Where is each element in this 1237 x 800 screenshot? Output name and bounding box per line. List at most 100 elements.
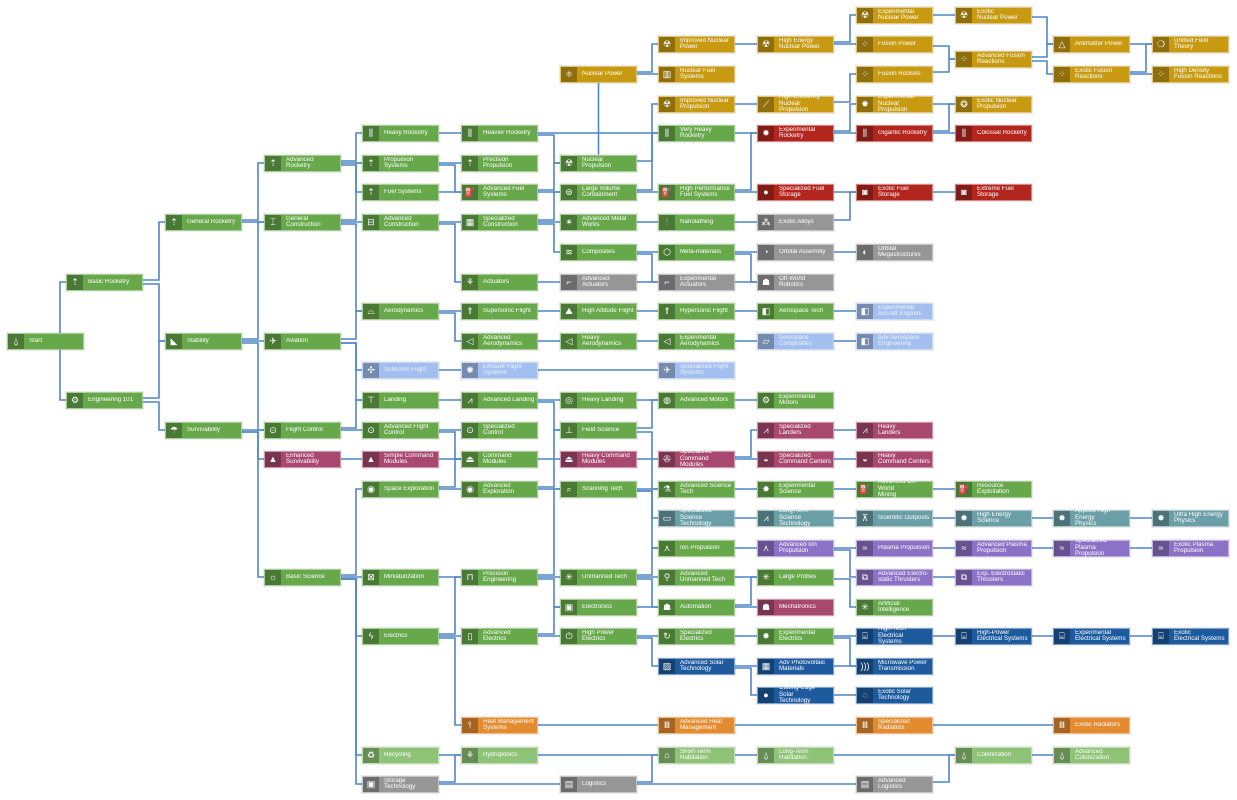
tech-node-advanced-logistics[interactable]: ▤ Advanced Logistics xyxy=(856,775,933,793)
tech-node-fuel-systems[interactable]: ⇡ Fuel Systems xyxy=(362,183,439,201)
tech-node-nuclear-power[interactable]: ⚛ Nuclear Power xyxy=(560,65,637,83)
tech-node-recycling[interactable]: ♻ Recycling xyxy=(362,746,439,764)
tech-node-efficient-flight-systems[interactable]: ✺ Efficient Flight Systems xyxy=(461,361,538,379)
tech-node-specialized-control[interactable]: ⊙ Specialized Control xyxy=(461,421,538,439)
tech-node-scanning-tech[interactable]: ⌕ Scanning Tech xyxy=(560,480,637,498)
tech-node-landing[interactable]: ⊤ Landing xyxy=(362,391,439,409)
tech-node-scientific-outposts[interactable]: ⊼ Scientific Outposts xyxy=(856,509,933,527)
tech-node-exp-electrostatic-thrusters[interactable]: ⧉ Exp. Electrostatic Thrusters xyxy=(955,568,1032,586)
tech-node-start[interactable]: ⍙ Start xyxy=(7,332,84,350)
tech-node-enhanced-survivability[interactable]: ▲ Enhanced Survivability xyxy=(264,450,341,468)
tech-node-fusion-rockets[interactable]: ⁘ Fusion Rockets xyxy=(856,65,933,83)
tech-node-specialized-command-centers[interactable]: ◒ Specialized Command Centers xyxy=(757,450,834,468)
tech-node-heavier-rocketry[interactable]: ⫼ Heavier Rocketry xyxy=(461,124,538,142)
tech-node-miniaturization[interactable]: ⊠ Miniaturization xyxy=(362,568,439,586)
tech-node-advanced-flight-control[interactable]: ⊙ Advanced Flight Control xyxy=(362,421,439,439)
tech-node-improved-nuclear-power[interactable]: ☢ Improved Nuclear Power xyxy=(658,35,735,53)
tech-node-exotic-electrical-systems[interactable]: ⌸ Exotic Electrical Systems xyxy=(1152,627,1229,645)
tech-node-adv-aerospace-engineering[interactable]: ◧ Adv Aerospace Engineering xyxy=(856,332,933,350)
tech-node-mechatronics[interactable]: ☗ Mechatronics xyxy=(757,598,834,616)
tech-node-simple-command-modules[interactable]: ▲ Simple Command Modules xyxy=(362,450,439,468)
tech-node-electronics[interactable]: ▣ Electronics xyxy=(560,598,637,616)
tech-node-propulsion-systems[interactable]: ⇡ Propulsion Systems xyxy=(362,154,439,172)
tech-node-advanced-ion-propulsion[interactable]: ⋏ Advanced Ion Propulsion xyxy=(757,539,834,557)
tech-node-large-probes[interactable]: ✳ Large Probes xyxy=(757,568,834,586)
tech-node-adv-photovoltaic-materials[interactable]: ▦ Adv Photovoltaic Materials xyxy=(757,657,834,675)
tech-node-unmanned-tech[interactable]: ✳ Unmanned Tech xyxy=(560,568,637,586)
tech-node-ultra-high-energy-physics[interactable]: ✸ Ultra High Energy Physics xyxy=(1152,509,1229,527)
tech-node-exotic-nuclear-propulsion[interactable]: ❂ Exotic Nuclear Propulsion xyxy=(955,95,1032,113)
tech-node-resource-exploitation[interactable]: ⛽ Resource Exploitation xyxy=(955,480,1032,498)
tech-node-aerospace-tech[interactable]: ◧ Aerospace Tech xyxy=(757,302,834,320)
tech-node-high-density-fusion-reactions[interactable]: ⁘ High Density Fusion Reactions xyxy=(1152,65,1229,83)
tech-node-advanced-motors[interactable]: ◍ Advanced Motors xyxy=(658,391,735,409)
tech-node-advanced-construction[interactable]: ⊟ Advanced Construction xyxy=(362,213,439,231)
tech-node-heavy-aerodynamics[interactable]: ◁ Heavy Aerodynamics xyxy=(560,332,637,350)
tech-node-command-modules[interactable]: ⏏ Command Modules xyxy=(461,450,538,468)
tech-node-gigantic-rocketry[interactable]: ⫼ Gigantic Rocketry xyxy=(856,124,933,142)
tech-node-advanced-rocketry[interactable]: ⇡ Advanced Rocketry xyxy=(264,154,341,172)
tech-node-experimental-science[interactable]: ✸ Experimental Science xyxy=(757,480,834,498)
tech-node-experimental-rocketry[interactable]: ✸ Experimental Rocketry xyxy=(757,124,834,142)
tech-node-hypersonic-flight[interactable]: ⇑ Hypersonic Flight xyxy=(658,302,735,320)
tech-node-survivability[interactable]: ☂ Survivability xyxy=(165,421,242,439)
tech-node-heavy-rocketry[interactable]: ⫼ Heavy Rocketry xyxy=(362,124,439,142)
tech-node-nuclear-fuel-systems[interactable]: ▥ Nuclear Fuel Systems xyxy=(658,65,735,83)
tech-node-specialized-landers[interactable]: ⩘ Specialized Landers xyxy=(757,421,834,439)
tech-node-supersonic-flight[interactable]: ⇑ Supersonic Flight xyxy=(461,302,538,320)
tech-node-experimental-aerodynamics[interactable]: ◁ Experimental Aerodynamics xyxy=(658,332,735,350)
tech-node-precision-propulsion[interactable]: ⇡ Precision Propulsion xyxy=(461,154,538,172)
tech-node-high-tech-electrical-systems[interactable]: ⌸ High-Tech Electrical Systems xyxy=(856,626,933,645)
tech-node-orbital-assembly[interactable]: ◔ Orbital Assembly xyxy=(757,243,834,261)
tech-node-specialized-flight-systems[interactable]: ✈ Specialized Flight Systems xyxy=(658,361,735,379)
tech-node-advanced-aerodynamics[interactable]: ◁ Advanced Aerodynamics xyxy=(461,332,538,350)
tech-node-advanced-heat-management[interactable]: Ⅲ Advanced Heat Management xyxy=(658,716,735,734)
tech-node-specialized-electrics[interactable]: ↻ Specialized Electrics xyxy=(658,627,735,645)
tech-node-electrics[interactable]: ϟ Electrics xyxy=(362,627,439,645)
tech-node-heavy-command-centers[interactable]: ◒ Heavy Command Centers xyxy=(856,450,933,468)
tech-node-nuclear-propulsion[interactable]: ☢ Nuclear Propulsion xyxy=(560,154,637,172)
tech-node-aviation[interactable]: ✈ Aviation xyxy=(264,332,341,350)
tech-node-specialized-fuel-storage[interactable]: ● Specialized Fuel Storage xyxy=(757,183,834,201)
tech-node-exotic-solar-technology[interactable]: ◌ Exotic Solar Technology xyxy=(856,686,933,704)
tech-node-very-heavy-rocketry[interactable]: ⫼ Very Heavy Rocketry xyxy=(658,124,735,142)
tech-node-experimental-actuators[interactable]: ⌐ Experimental Actuators xyxy=(658,273,735,291)
tech-node-colossal-rocketry[interactable]: ⫼ Colossal Rocketry xyxy=(955,124,1032,142)
tech-node-microwave-power-transmission[interactable]: ))) Microwave Power Transmission xyxy=(856,657,933,675)
tech-node-specialized-radiators[interactable]: Ⅲ Specialized Radiators xyxy=(856,716,933,734)
tech-node-high-altitude-flight[interactable]: ⛰ High Altitude Flight xyxy=(560,302,637,320)
tech-node-experimental-nuclear-propulsion[interactable]: ✸ Experimental Nuclear Propulsion xyxy=(856,94,933,113)
tech-node-stability[interactable]: ◣ Stability xyxy=(165,332,242,350)
tech-node-large-volume-containment[interactable]: ⊜ Large Volume Containment xyxy=(560,183,637,201)
tech-node-advanced-fuel-systems[interactable]: ⛽ Advanced Fuel Systems xyxy=(461,183,538,201)
tech-node-logistics[interactable]: ▤ Logistics xyxy=(560,775,637,793)
tech-node-high-efficiency-nuclear-propulsion[interactable]: ⟋ High-Efficiency Nuclear Propulsion xyxy=(757,94,834,113)
tech-node-orbital-megastructures[interactable]: ◐ Orbital Megastructures xyxy=(856,243,933,261)
tech-node-advanced-metal-works[interactable]: ✶ Advanced Metal Works xyxy=(560,213,637,231)
tech-node-off-world-robotics[interactable]: ☗ Off-World Robotics xyxy=(757,273,834,291)
tech-node-exotic-fusion-reactions[interactable]: ⁘ Exotic Fusion Reactions xyxy=(1053,65,1130,83)
tech-node-advanced-electrostatic-thrusters[interactable]: ⧉ Advanced Electro- static Thrusters xyxy=(856,568,933,586)
tech-node-experimental-nuclear-power[interactable]: ☢ Experimental Nuclear Power xyxy=(856,6,933,24)
tech-node-high-performance-fuel-systems[interactable]: ⛽ High Performance Fuel Systems xyxy=(658,183,735,201)
tech-node-improved-nuclear-propulsion[interactable]: ☢ Improved Nuclear Propulsion xyxy=(658,95,735,113)
tech-node-high-energy-nuclear-power[interactable]: ☢ High Energy Nuclear Power xyxy=(757,35,834,53)
tech-node-high-power-electrics[interactable]: ⏻ High Power Electrics xyxy=(560,627,637,645)
tech-node-storage-technology[interactable]: ▣ Storage Technology xyxy=(362,775,439,793)
tech-node-exotic-nuclear-power[interactable]: ☢ Exotic Nuclear Power xyxy=(955,6,1032,24)
tech-node-colonization[interactable]: ⍙ Colonization xyxy=(955,746,1032,764)
tech-node-advanced-fusion-reactions[interactable]: ⁘ Advanced Fusion Reactions xyxy=(955,50,1032,68)
tech-node-advanced-landing[interactable]: ⩘ Advanced Landing xyxy=(461,391,538,409)
tech-node-unified-field-theory[interactable]: ❍ Unified Field Theory xyxy=(1152,35,1229,53)
tech-node-field-science[interactable]: ⊥ Field Science xyxy=(560,421,637,439)
tech-node-advanced-science-tech[interactable]: ⚗ Advanced Science Tech xyxy=(658,480,735,498)
tech-node-specialized-science-technology[interactable]: ▭ Specialized Science Technology xyxy=(658,508,735,527)
tech-node-heavy-command-modules[interactable]: ⏏ Heavy Command Modules xyxy=(560,450,637,468)
tech-node-subsonic-flight[interactable]: ✣ Subsonic Flight xyxy=(362,361,439,379)
tech-node-advanced-solar-technology[interactable]: ▨ Advanced Solar Technology xyxy=(658,657,735,675)
tech-node-experimental-electrics[interactable]: ✸ Experimental Electrics xyxy=(757,627,834,645)
tech-node-cutting-edge-solar-technology[interactable]: ● Cutting-Edge Solar Technology xyxy=(757,685,834,704)
tech-node-high-power-electrical-systems[interactable]: ⌸ High-Power Electrical Systems xyxy=(955,627,1032,645)
tech-node-exotic-plasma-propulsion[interactable]: ≈ Exotic Plasma Propulsion xyxy=(1152,539,1229,557)
tech-node-precision-engineering[interactable]: ⊓ Precision Engineering xyxy=(461,568,538,586)
